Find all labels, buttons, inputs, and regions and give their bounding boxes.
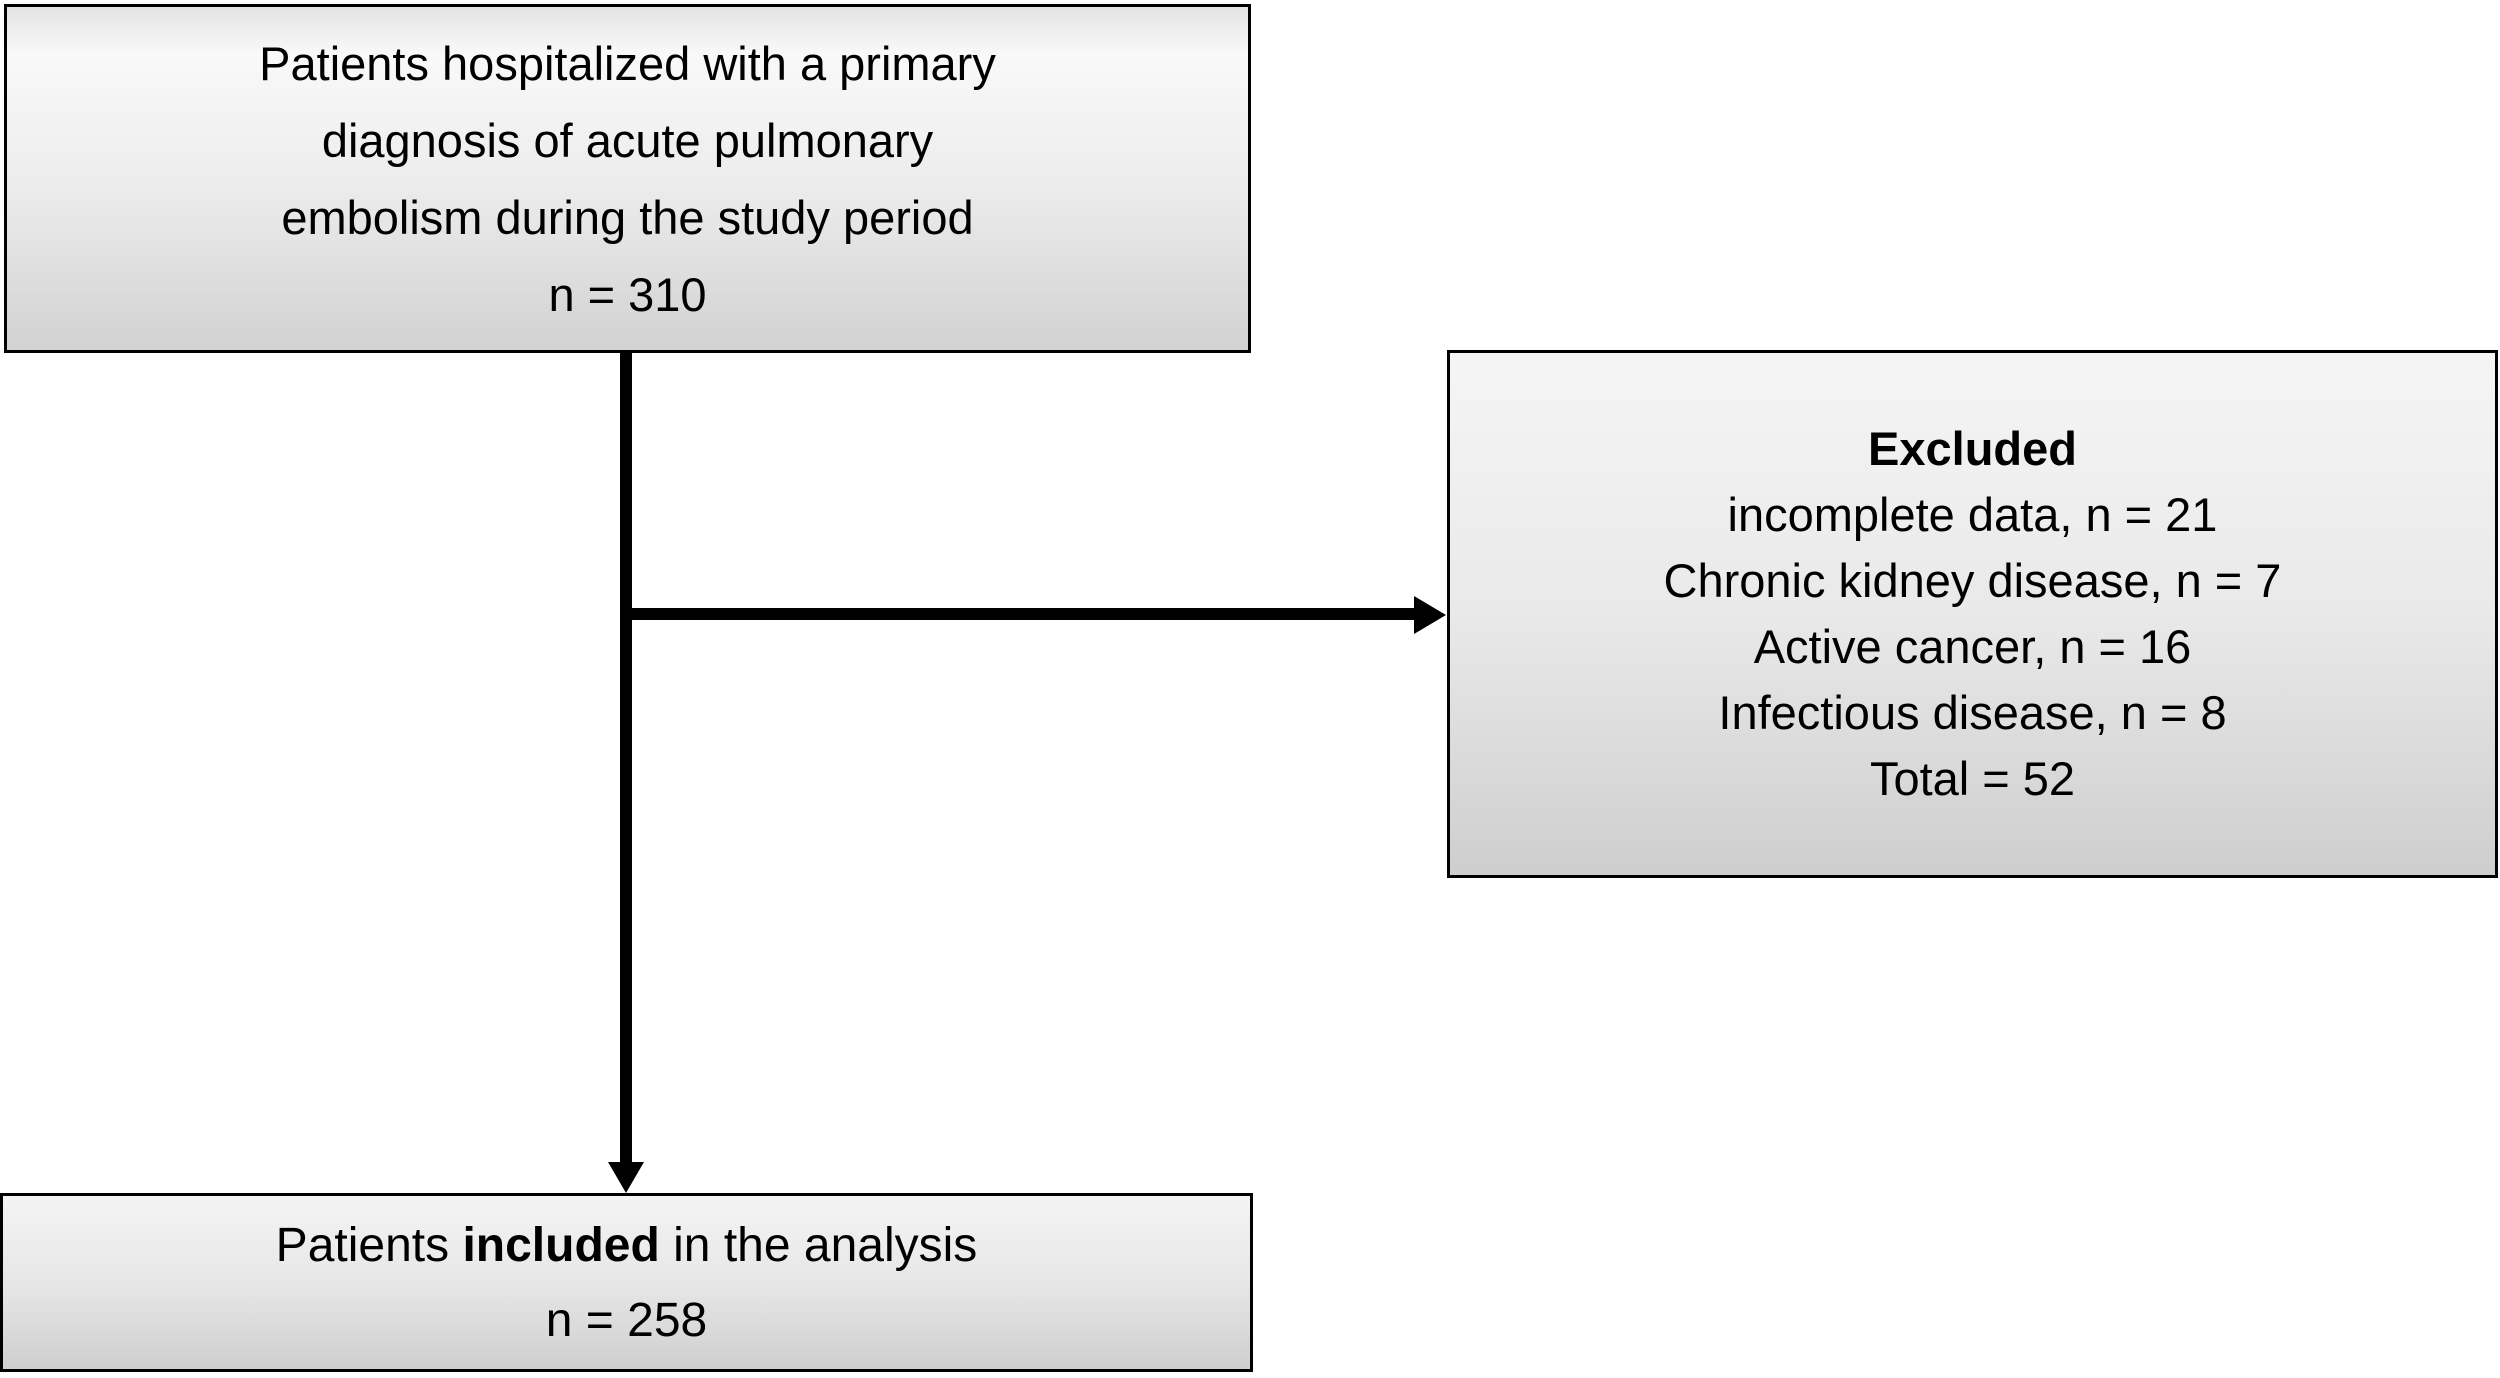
enrolled-line-2: diagnosis of acute pulmonary (321, 113, 934, 167)
included-bold-word: included (462, 1218, 660, 1272)
enrolled-line-1: Patients hospitalized with a primary (259, 36, 996, 90)
included-text-before: Patients (275, 1218, 463, 1272)
included-text-after: in the analysis (659, 1218, 978, 1272)
excluded-item-active-cancer: Active cancer, n = 16 (1753, 620, 2192, 673)
box-excluded-patients: Excluded incomplete data, n = 21 Chronic… (1447, 350, 2498, 878)
enrolled-count: n = 310 (548, 267, 707, 321)
flow-arrow-down-head (608, 1162, 644, 1193)
box-enrolled-patients: Patients hospitalized with a primary dia… (4, 4, 1251, 353)
enrolled-line-3: embolism during the study period (281, 190, 974, 244)
box-included-patients: Patients included in the analysis n = 25… (0, 1193, 1253, 1372)
excluded-title: Excluded (1868, 422, 2077, 475)
included-line: Patients included in the analysis (276, 1208, 978, 1283)
flow-arrow-down-line (620, 352, 632, 1164)
excluded-item-chronic-kidney-disease: Chronic kidney disease, n = 7 (1663, 554, 2282, 607)
flow-arrow-right-head (1414, 596, 1446, 634)
excluded-item-incomplete-data: incomplete data, n = 21 (1727, 488, 2218, 541)
included-count: n = 258 (545, 1293, 708, 1347)
excluded-item-infectious-disease: Infectious disease, n = 8 (1718, 686, 2227, 739)
excluded-total: Total = 52 (1869, 752, 2076, 805)
flow-arrow-right-line (626, 608, 1416, 620)
